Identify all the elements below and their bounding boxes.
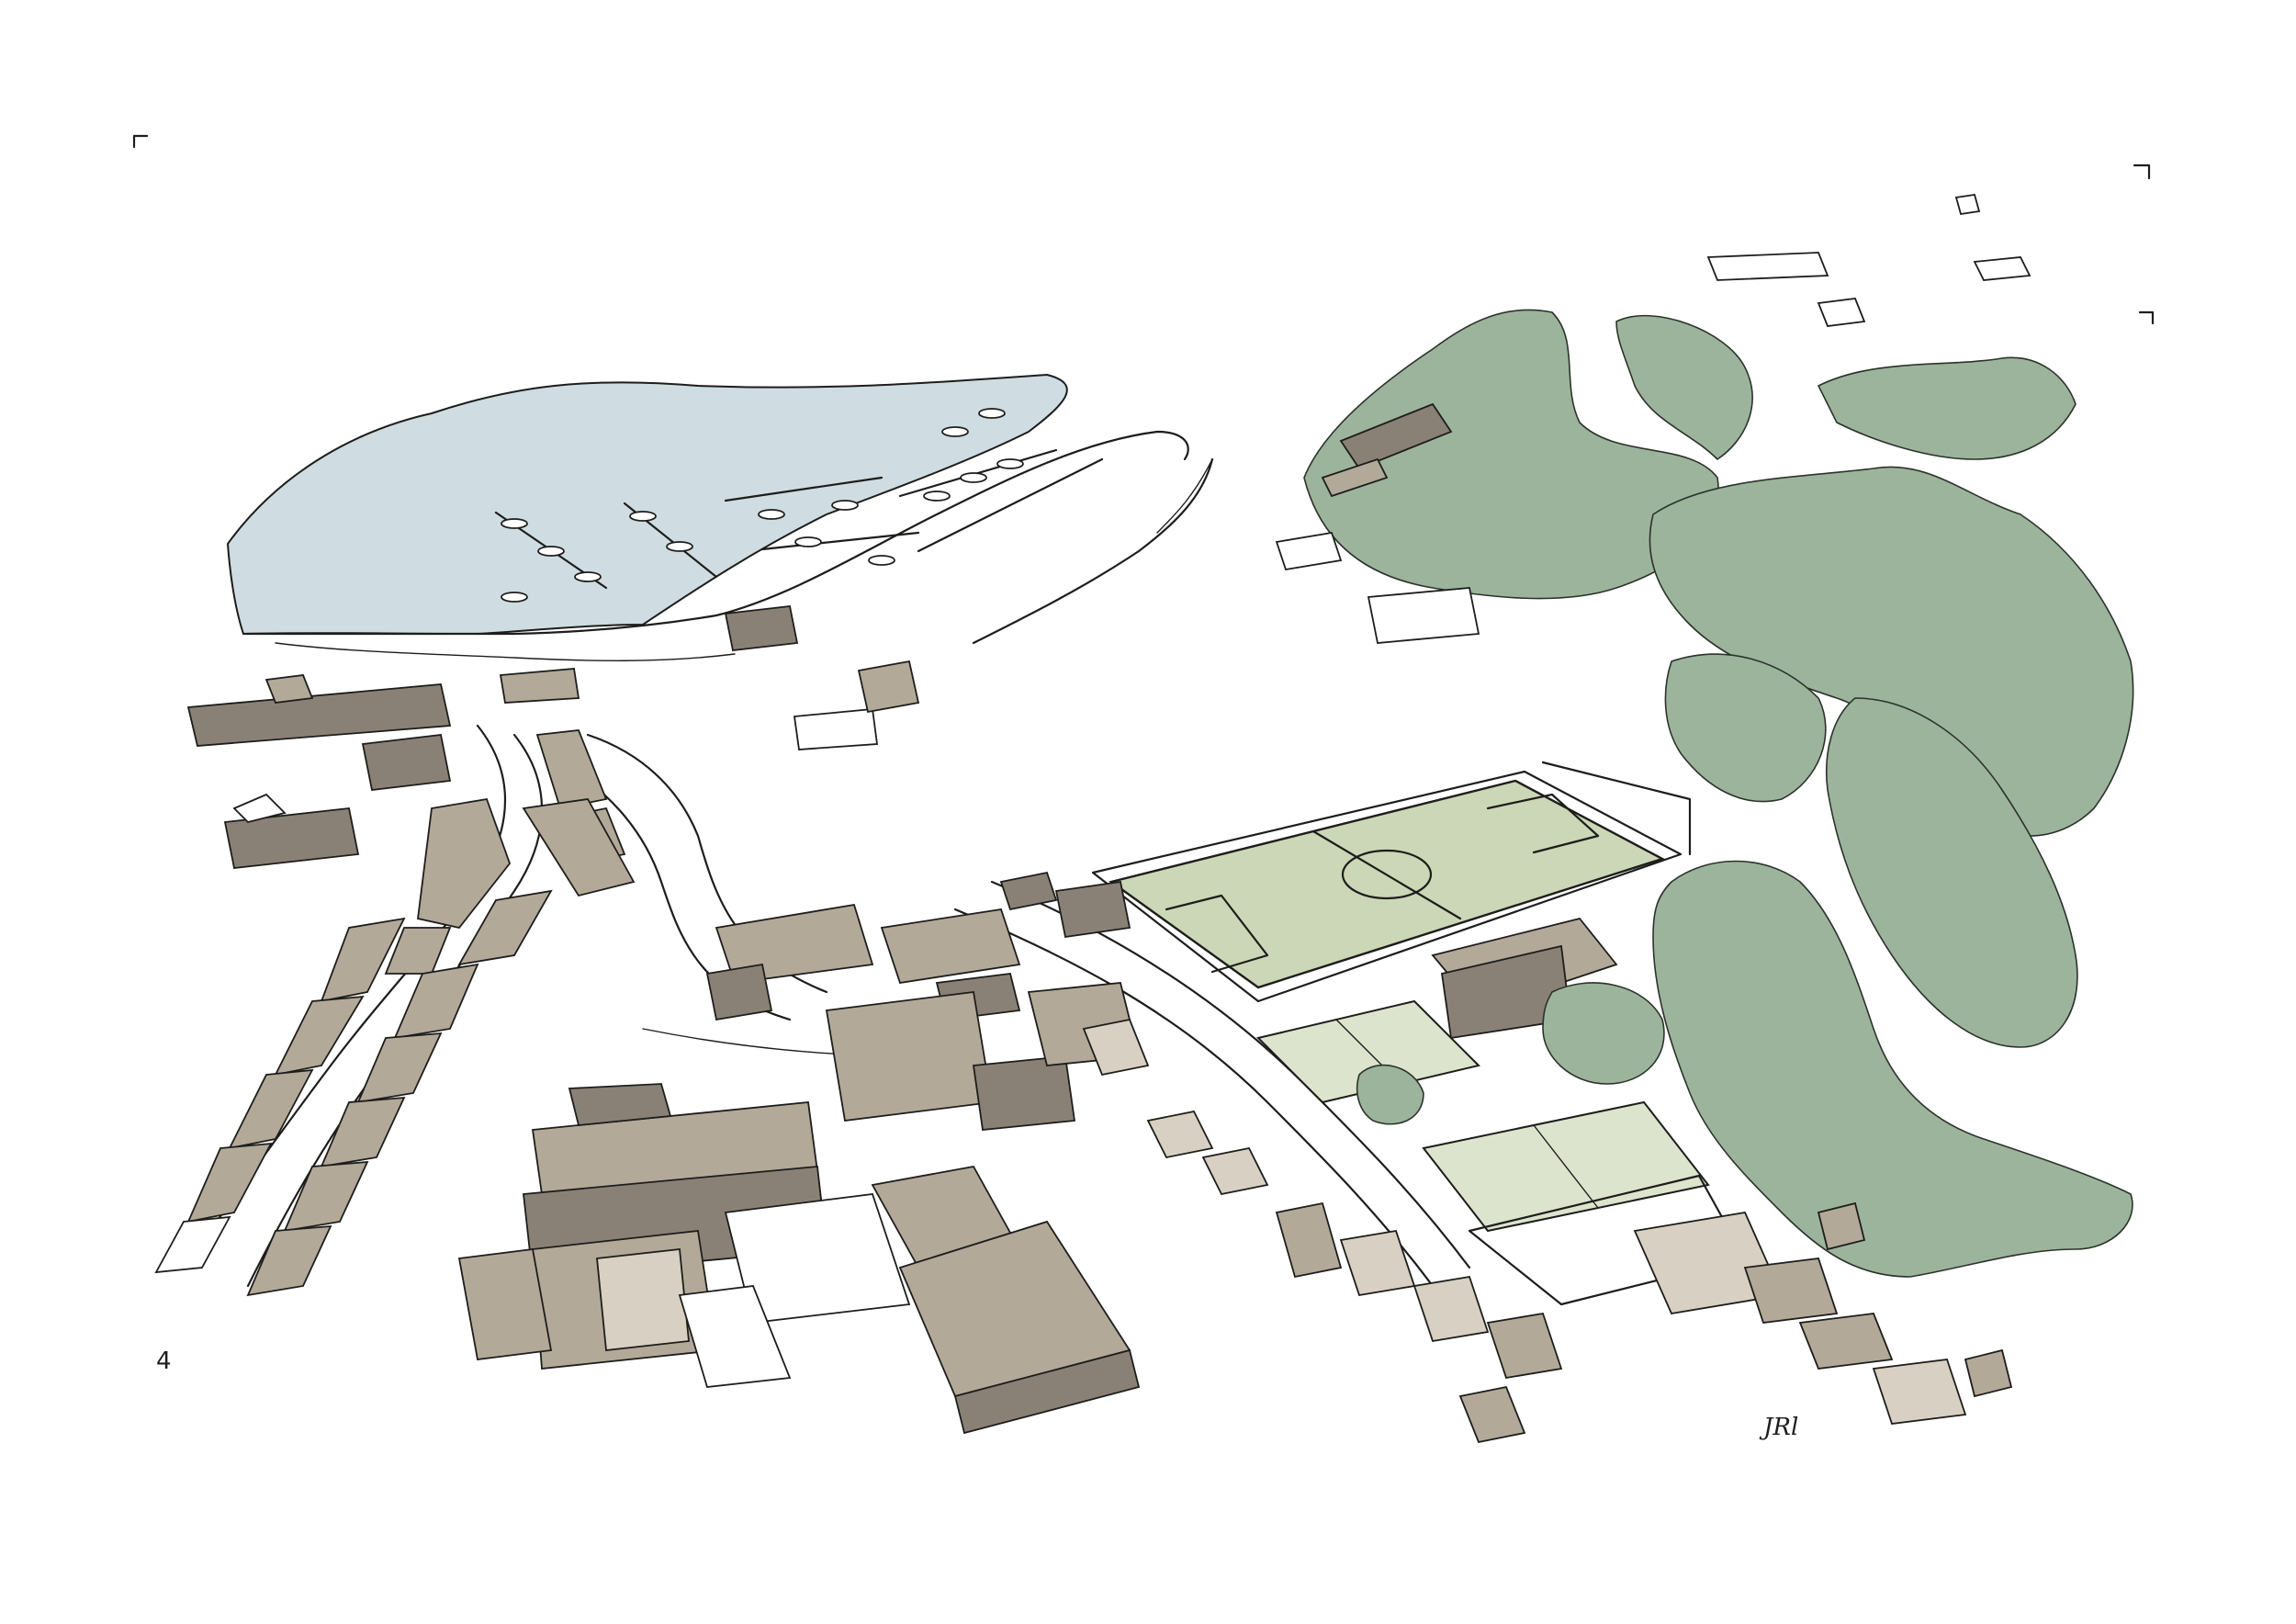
halfway-line — [1311, 829, 1462, 920]
building-icon — [1798, 1313, 1894, 1370]
boats — [501, 408, 1024, 603]
boat-icon — [978, 408, 1006, 419]
building-icon — [1872, 1359, 1967, 1425]
boat-icon — [629, 511, 657, 522]
building-icon — [999, 871, 1131, 939]
harbour-marina — [226, 373, 1214, 661]
boat-icon — [794, 536, 822, 547]
boat-icon — [831, 500, 859, 511]
tree-icon — [1817, 356, 2077, 460]
building-icon — [1146, 1110, 1269, 1196]
building-icon — [705, 903, 874, 1021]
centre-circle — [1341, 849, 1433, 900]
building-icon — [1275, 531, 1343, 571]
building-icon — [1633, 1211, 1839, 1324]
tree-icon — [1303, 309, 1719, 600]
pitch-icon — [1109, 779, 1666, 989]
building-icon — [793, 708, 879, 750]
corner-mark-top-left — [132, 134, 149, 149]
tree-icon — [1664, 653, 1827, 803]
building-icon — [154, 917, 406, 1274]
artist-signature: JRl — [1759, 1414, 1798, 1441]
corner-mark-top-right — [2133, 164, 2151, 180]
building-icon — [457, 1248, 553, 1360]
building-icon — [384, 797, 512, 975]
penalty-box-left — [1165, 894, 1269, 974]
page-number: 4 — [156, 1348, 172, 1375]
boat-icon — [960, 472, 987, 483]
tree-icon — [1652, 860, 2133, 1278]
town-buildings — [154, 193, 2032, 1444]
tree-icon — [1615, 314, 1753, 461]
corner-mark-right — [2138, 310, 2155, 325]
boat-icon — [996, 458, 1024, 469]
tree-icon — [1356, 1064, 1424, 1125]
boat-icon — [758, 509, 785, 520]
building-icon — [1486, 1312, 1563, 1380]
building-icon — [1321, 402, 1453, 498]
woodland — [1303, 309, 2134, 1278]
building-icon — [532, 1230, 718, 1370]
tree-icon — [1542, 982, 1665, 1085]
boat-icon — [868, 555, 895, 566]
building-icon — [871, 1165, 1141, 1435]
corner-marks — [132, 134, 2155, 325]
boat-icon — [923, 491, 951, 502]
harbour-office — [724, 605, 799, 651]
building-icon — [1339, 1229, 1416, 1297]
building-icon — [857, 660, 920, 714]
building-icon — [1275, 1201, 1343, 1279]
tennis-courts — [1256, 999, 1747, 1306]
building-icon — [457, 798, 636, 966]
building-icon — [223, 793, 360, 869]
building-icon — [678, 1285, 792, 1388]
building-icon — [825, 990, 1076, 1131]
building-icon — [499, 668, 580, 704]
building-icon — [1817, 1201, 1866, 1251]
football-pitch — [1091, 761, 1692, 1040]
boat-icon — [501, 592, 528, 603]
building-icon — [186, 674, 452, 747]
boat-icon — [574, 571, 602, 582]
building-icon — [1027, 982, 1150, 1077]
building-icon — [1367, 587, 1480, 644]
boat-icon — [666, 541, 693, 552]
building-icon — [1412, 1275, 1490, 1343]
boat-icon — [941, 426, 969, 437]
penalty-box-right — [1486, 793, 1600, 854]
building-icon — [724, 1193, 911, 1324]
building-icon — [1458, 1385, 1526, 1444]
building-icon — [1964, 1348, 2013, 1398]
building-icon — [1706, 193, 2032, 327]
building-icon — [246, 963, 479, 1297]
boat-icon — [501, 518, 528, 529]
tree-icon — [1825, 697, 2078, 1048]
boat-icon — [537, 546, 565, 557]
harbour-water — [226, 373, 1068, 636]
building-icon — [361, 734, 452, 791]
